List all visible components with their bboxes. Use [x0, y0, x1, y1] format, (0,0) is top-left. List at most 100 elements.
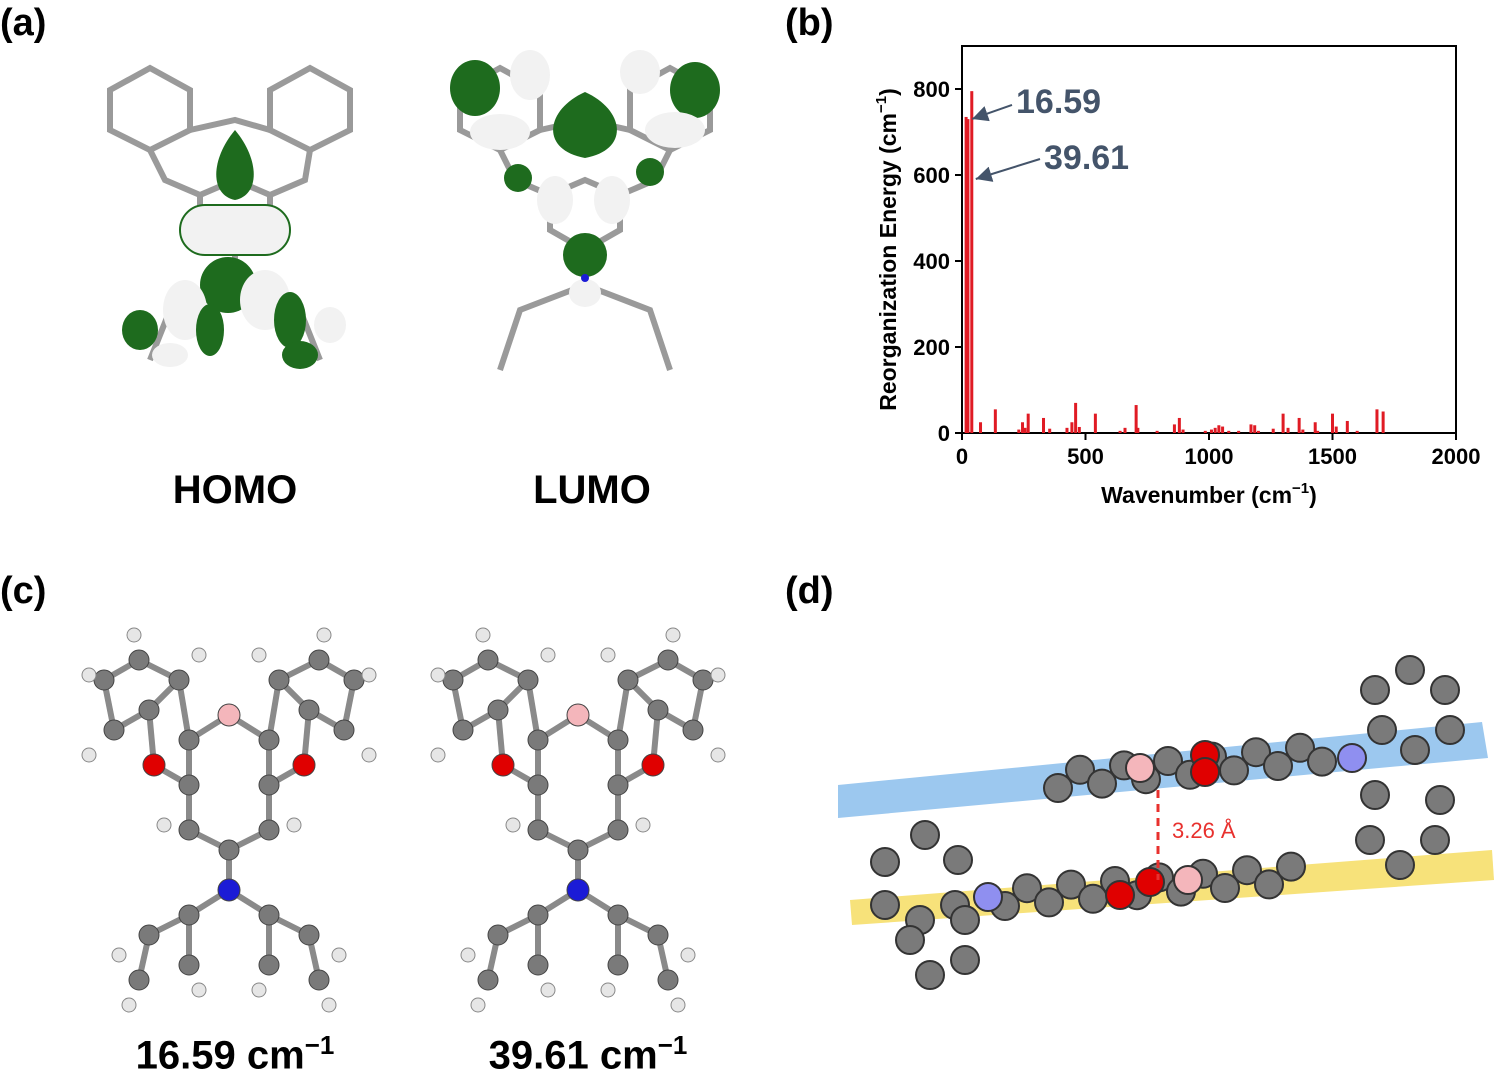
panel-label-a: (a): [0, 2, 47, 44]
carbon-atom: [1043, 773, 1073, 803]
carbon-atom: [1065, 754, 1095, 785]
carbon-atom: [1430, 675, 1460, 705]
bar: [1355, 430, 1359, 433]
bar: [1134, 405, 1138, 433]
bar: [1209, 429, 1213, 433]
y-tick-label: 800: [913, 77, 950, 102]
annotation-arrow: [975, 158, 1041, 182]
bar: [1070, 422, 1074, 433]
y-tick-label: 0: [938, 421, 950, 446]
panel-label-c: (c): [0, 570, 47, 612]
carbon-atom: [870, 847, 900, 877]
carbon-atom: [895, 925, 925, 955]
carbon-atom: [1367, 715, 1397, 745]
bar: [1093, 413, 1097, 433]
bar: [964, 116, 968, 433]
carbon-atom: [1360, 675, 1390, 705]
bar: [1281, 413, 1285, 433]
bar: [1237, 430, 1241, 433]
carbon-atom: [1355, 825, 1385, 855]
panel-label-d: (d): [785, 570, 834, 612]
carbon-atom: [870, 890, 900, 920]
mode1-unit-sup: −1: [304, 1030, 335, 1060]
bar: [1256, 430, 1260, 433]
carbon-atom: [1425, 785, 1455, 815]
mode2-unit-sup: −1: [657, 1030, 688, 1060]
bar: [1249, 424, 1253, 433]
carbon-atom: [1263, 751, 1293, 781]
bar: [1181, 429, 1185, 433]
carbon-atom: [1276, 851, 1306, 882]
carbon-atom: [1420, 825, 1450, 855]
lumo-caption: LUMO: [533, 468, 651, 512]
carbon-atom: [1210, 873, 1240, 903]
y-axis-title: Reorganization Energy (cm−1): [873, 88, 901, 411]
bar: [1253, 425, 1257, 433]
mode1-caption: 16.59 cm−1: [95, 1030, 375, 1078]
carbon-atom: [1219, 755, 1249, 786]
bar: [1048, 428, 1052, 433]
bar: [1213, 427, 1217, 433]
carbon-atom: [1254, 869, 1284, 900]
bar: [1136, 427, 1140, 433]
carbon-atom: [915, 960, 945, 990]
x-axis-title: Wavenumber (cm−1): [1101, 480, 1317, 508]
bar: [1172, 424, 1176, 433]
panel-label-b: (b): [785, 2, 834, 44]
oxygen-atom: [1135, 867, 1165, 897]
carbon-atom: [910, 820, 940, 850]
bar: [1301, 429, 1305, 433]
bar: [993, 409, 997, 433]
carbon-atom: [950, 945, 980, 975]
carbon-atom: [1395, 655, 1425, 685]
bar: [1118, 430, 1122, 433]
y-tick-label: 200: [913, 335, 950, 360]
bar: [1221, 426, 1225, 433]
carbon-atom: [1012, 873, 1042, 904]
carbon-atom: [1307, 746, 1337, 777]
oxygen-atom: [1105, 880, 1135, 910]
carbon-atom: [1385, 850, 1415, 880]
bar: [1203, 430, 1207, 433]
mode1-value: 16.59 cm: [135, 1033, 305, 1078]
bar: [1155, 430, 1159, 433]
bar: [1297, 417, 1301, 433]
x-tick-label: 500: [1067, 444, 1104, 469]
x-tick-label: 0: [956, 444, 968, 469]
homo-caption: HOMO: [172, 468, 298, 512]
mode2-caption: 39.61 cm−1: [448, 1030, 728, 1078]
bar: [1023, 427, 1027, 433]
carbon-atom: [1285, 732, 1315, 763]
bar: [1021, 422, 1025, 433]
bar: [1074, 402, 1078, 433]
nitrogen-atom: [973, 882, 1003, 912]
bar: [1065, 427, 1069, 433]
carbon-atom: [1087, 768, 1117, 799]
y-tick-label: 400: [913, 249, 950, 274]
bar: [1316, 430, 1320, 433]
bar: [1313, 422, 1317, 433]
bar: [1077, 426, 1081, 433]
oxygen-atom: [1190, 757, 1220, 787]
carbon-atom: [950, 905, 980, 935]
bar: [1375, 409, 1379, 433]
y-tick-label: 600: [913, 163, 950, 188]
carbon-atom: [1241, 737, 1271, 768]
carbon-atom: [1400, 735, 1430, 765]
x-tick-label: 1500: [1308, 444, 1357, 469]
bar: [970, 91, 974, 434]
carbon-atom: [1232, 855, 1262, 886]
bar: [1271, 428, 1275, 433]
carbon-atom: [1360, 780, 1390, 810]
x-tick-label: 1000: [1185, 444, 1234, 469]
boron-atom: [1173, 865, 1203, 895]
annotation-label: 16.59: [1016, 83, 1101, 121]
bar: [1177, 417, 1181, 433]
bar: [1217, 425, 1221, 433]
bar: [1227, 430, 1231, 433]
bar: [1123, 427, 1127, 433]
carbon-atom: [1153, 746, 1183, 776]
bar: [979, 422, 983, 433]
